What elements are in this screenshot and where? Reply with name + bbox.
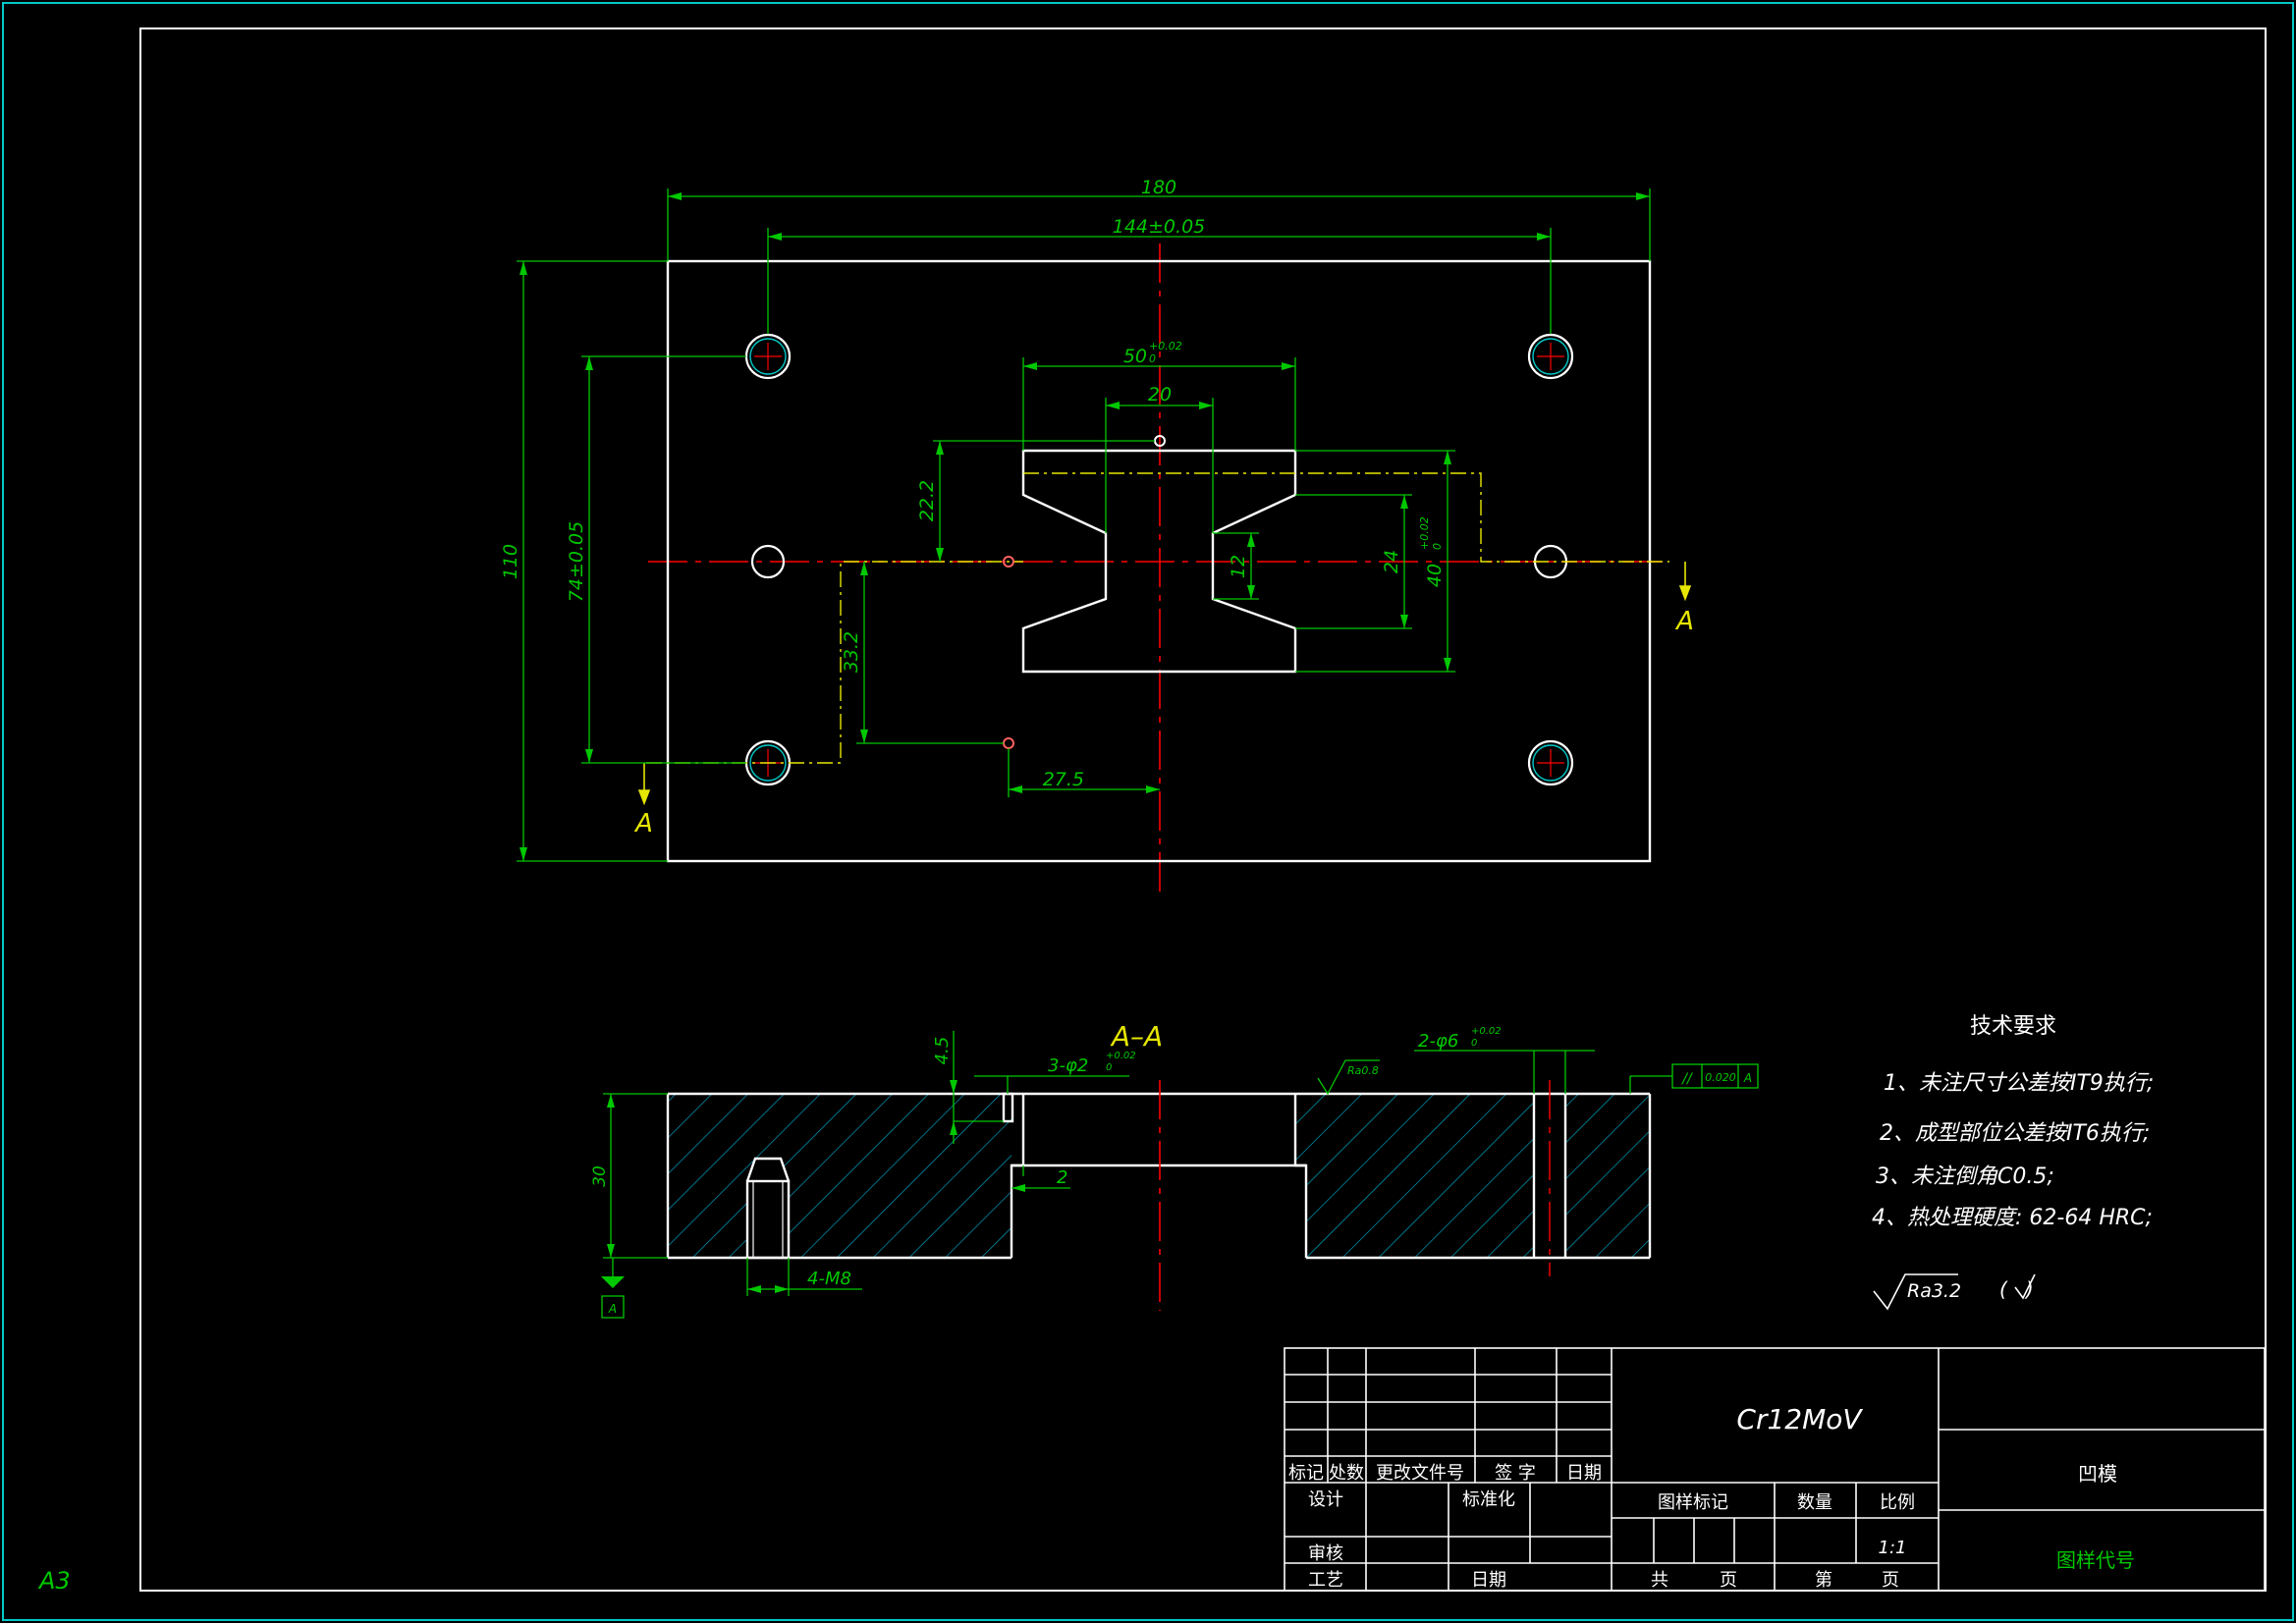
roughness-symbol <box>1873 1273 1958 1311</box>
tech-title: 技术要求 <box>1970 1014 2056 1039</box>
tb-mark-label: 图样标记 <box>1658 1492 1728 1513</box>
dim-pin-holes: 3-φ2 <box>1048 1055 1088 1076</box>
dim-neck-width: 20 <box>1148 384 1172 406</box>
rev-header-sign: 签 字 <box>1495 1463 1536 1484</box>
tech-item-2: 2、成型部位公差按IT6执行; <box>1880 1121 2150 1146</box>
dim-waist-height: 24 <box>1381 550 1402 573</box>
tb-scale-value: 1:1 <box>1879 1538 1907 1558</box>
dim-hole-spacing-x: 144±0.05 <box>1113 216 1206 238</box>
plan-dimension-lines <box>517 189 1651 862</box>
dim-overall-width: 180 <box>1141 177 1176 198</box>
tb-part-name: 凹模 <box>2078 1462 2117 1486</box>
tech-item-1: 1、未注尺寸公差按IT9执行; <box>1884 1071 2154 1096</box>
dim-overall-height: 110 <box>500 544 521 579</box>
tb-scale-label: 比例 <box>1880 1492 1915 1513</box>
tb-date: 日期 <box>1471 1570 1506 1591</box>
thread-hole-fill <box>747 1181 789 1258</box>
dim-dowel-holes-tol-lower: 0 <box>1471 1038 1477 1049</box>
rev-header-date: 日期 <box>1566 1463 1602 1484</box>
tb-page-label-2: 页 <box>1882 1570 1899 1591</box>
section-mark-left: A <box>633 809 653 839</box>
roughness-general: Ra3.2 <box>1907 1280 1961 1302</box>
plan-centerlines <box>648 243 1669 893</box>
parallelism-value: 0.020 <box>1705 1071 1736 1084</box>
dim-cavity-width-tol-lower: 0 <box>1149 352 1156 365</box>
dim-cavity-width: 50 <box>1123 346 1147 367</box>
dim-hole-spacing-y: 74±0.05 <box>566 521 587 602</box>
tb-design: 设计 <box>1308 1489 1343 1510</box>
tb-quantity-label: 数量 <box>1797 1492 1832 1513</box>
dim-pin-holes-tol-lower: 0 <box>1106 1062 1112 1073</box>
dim-dowel-holes-tol: +0.02 <box>1471 1026 1502 1037</box>
plan-dimension-arrows <box>519 192 1650 861</box>
title-block: 标记 处数 更改文件号 签 字 日期 设计 标准化 审核 工艺 日期 图样标记 … <box>1284 1347 2266 1592</box>
dim-pin-holes-tol: +0.02 <box>1106 1051 1136 1061</box>
tech-requirements: 技术要求 1、未注尺寸公差按IT9执行; 2、成型部位公差按IT6执行; 3、未… <box>1872 1014 2154 1311</box>
parallelism-symbol: // <box>1680 1071 1693 1087</box>
dim-threads: 4-M8 <box>807 1269 851 1289</box>
rev-header-count: 处数 <box>1329 1463 1364 1484</box>
plan-view: A A <box>500 177 1694 893</box>
dim-cavity-height: 40 <box>1424 564 1446 587</box>
parallelism-datum: A <box>1743 1071 1752 1085</box>
dim-pin-x-offset: 27.5 <box>1043 769 1084 790</box>
tb-sheet-label: 第 <box>1815 1570 1832 1591</box>
dim-cavity-width-tol: +0.02 <box>1149 340 1182 352</box>
sheet-size-label: A3 <box>37 1567 71 1595</box>
dim-thickness: 30 <box>590 1165 610 1187</box>
roughness-local: Ra0.8 <box>1347 1064 1379 1077</box>
datum-label: A <box>608 1302 617 1316</box>
dim-dowel-holes: 2-φ6 <box>1418 1031 1458 1052</box>
tb-page-label-1: 页 <box>1720 1570 1737 1591</box>
dim-upper-pin-offset: 22.2 <box>916 480 938 521</box>
section-outline <box>666 1092 1652 1260</box>
tb-total-label: 共 <box>1651 1570 1668 1591</box>
section-dimension-texts: 30 4.5 3-φ2 +0.02 0 2-φ6 +0.02 0 2 4-M8 … <box>590 1026 1752 1316</box>
dim-neck-height: 12 <box>1228 555 1249 578</box>
section-title: A–A <box>1110 1020 1163 1053</box>
rev-header-mark: 标记 <box>1288 1463 1324 1484</box>
dim-depth-4-5: 4.5 <box>932 1037 953 1065</box>
rev-header-doc: 更改文件号 <box>1376 1463 1464 1484</box>
tb-process: 工艺 <box>1308 1570 1343 1591</box>
section-arrows <box>637 562 1692 806</box>
tb-review: 审核 <box>1308 1543 1343 1564</box>
dim-lower-pin-offset: 33.2 <box>841 631 862 673</box>
tech-item-4: 4、热处理硬度: 62-64 HRC; <box>1872 1206 2153 1230</box>
tech-item-3: 3、未注倒角C0.5; <box>1876 1164 2054 1189</box>
section-dimension-arrows <box>601 1080 1025 1293</box>
tb-material: Cr12MoV <box>1736 1403 1863 1435</box>
dim-cavity-height-tol: +0.02 <box>1418 516 1431 550</box>
dim-cavity-height-tol-lower: 0 <box>1431 543 1444 550</box>
dim-step: 2 <box>1057 1167 1067 1188</box>
section-view: A–A <box>590 1020 1759 1319</box>
section-mark-right: A <box>1674 607 1694 636</box>
tb-standardization: 标准化 <box>1462 1489 1515 1510</box>
plan-dimension-texts: 180 144±0.05 50 +0.02 0 20 27.5 110 74±0… <box>500 177 1446 790</box>
tb-drawing-code: 图样代号 <box>2056 1548 2135 1572</box>
